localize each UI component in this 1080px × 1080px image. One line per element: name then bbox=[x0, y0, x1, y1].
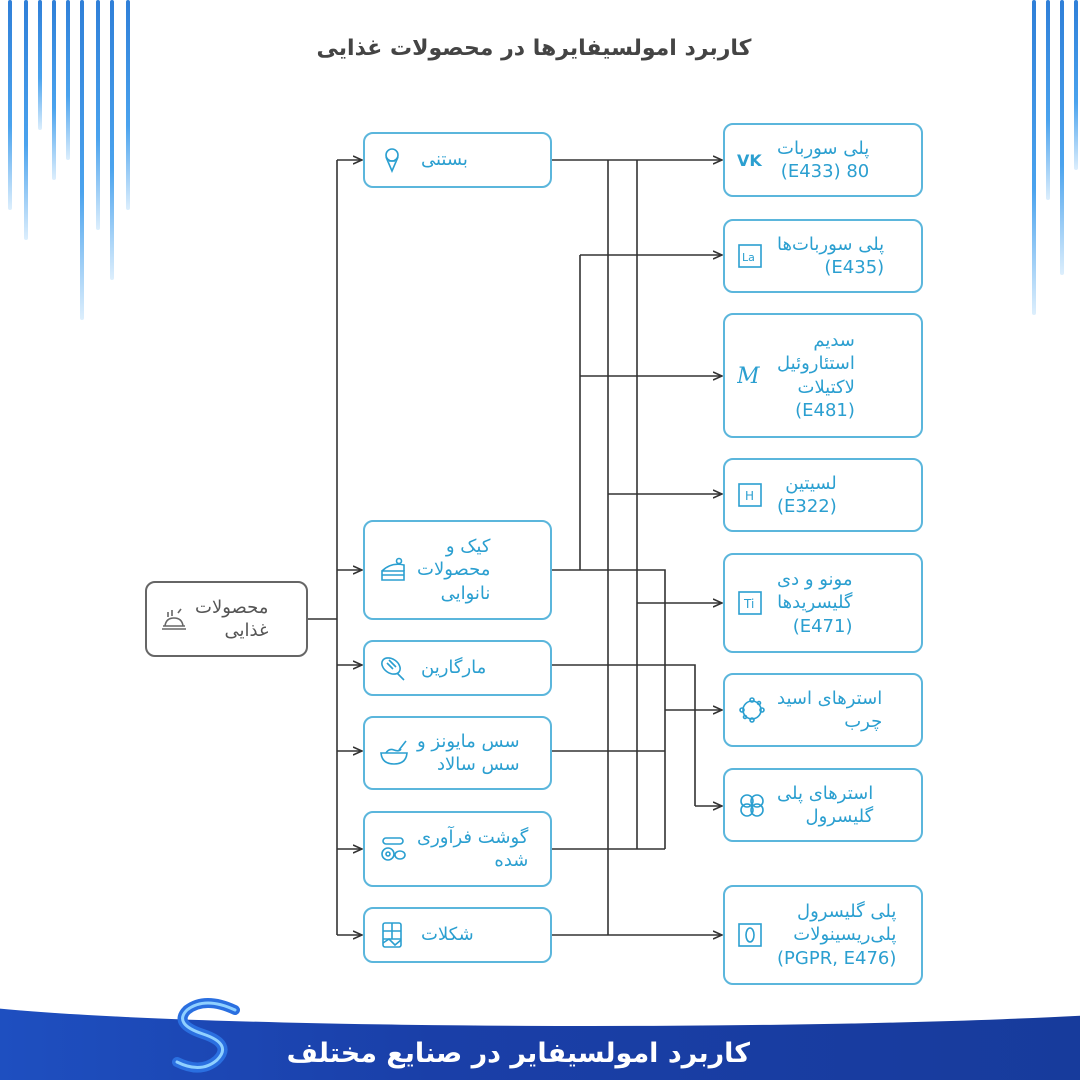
margarine-icon bbox=[379, 654, 407, 682]
product-processed-meat: گوشت فرآوری شده bbox=[363, 811, 552, 887]
emulsifier-polysorbates: La پلی سوربات‌ها (E435) bbox=[723, 219, 923, 293]
product-label: سس مایونز و سس سالاد bbox=[417, 730, 520, 775]
emulsifier-mono-diglycerides: Ti مونو و دی گلیسریدها (E471) bbox=[723, 553, 923, 653]
svg-text:La: La bbox=[742, 251, 755, 264]
ice-cream-icon bbox=[379, 147, 405, 173]
product-ice-cream: بستنی bbox=[363, 132, 552, 188]
molecule-icon bbox=[737, 695, 767, 725]
svg-text:Ti: Ti bbox=[743, 597, 754, 611]
product-label: گوشت فرآوری شده bbox=[417, 826, 529, 871]
processed-meat-icon bbox=[379, 834, 409, 864]
s-logo-icon bbox=[165, 996, 255, 1080]
connector-lines bbox=[307, 0, 1080, 1000]
chocolate-icon bbox=[379, 921, 405, 949]
element-la-icon: La bbox=[737, 243, 763, 269]
svg-text:VK: VK bbox=[737, 151, 762, 170]
product-chocolate: شکلات bbox=[363, 907, 552, 963]
emulsifier-ssl: M سدیم استئاروئیل لاکتیلات (E481) bbox=[723, 313, 923, 438]
root-label: محصولات غذایی bbox=[195, 596, 269, 641]
footer-text: کاربرد امولسیفایر در صنایع مختلف bbox=[286, 1038, 750, 1069]
element-ti-icon: Ti bbox=[737, 590, 763, 616]
root-node-food-products: محصولات غذایی bbox=[145, 581, 308, 657]
emulsifier-polysorbate-80: VK پلی سوربات 80 (E433) bbox=[723, 123, 923, 197]
emulsifier-polyglycerol-esters: استرهای پلی گلیسرول bbox=[723, 768, 923, 842]
cake-icon bbox=[379, 556, 407, 584]
diagram-title: کاربرد امولسیفایرها در محصولات غذایی bbox=[316, 36, 752, 61]
emulsifier-label: پلی سوربات 80 (E433) bbox=[777, 137, 870, 182]
emulsifier-label: لسیتین (E322) bbox=[777, 472, 837, 517]
svg-text:M: M bbox=[737, 364, 760, 389]
script-m-icon: M bbox=[737, 363, 767, 389]
food-tray-icon bbox=[159, 604, 189, 634]
vk-icon: VK bbox=[737, 150, 767, 170]
product-label: شکلات bbox=[421, 924, 474, 946]
emulsifier-pgpr: پلی گلیسرول پلی‌ریسینولات (PGPR, E476) bbox=[723, 885, 923, 985]
emulsifier-fatty-acid-esters: استرهای اسید چرب bbox=[723, 673, 923, 747]
product-cake-bakery: کیک و محصولات نانوایی bbox=[363, 520, 552, 620]
product-margarine: مارگارین bbox=[363, 640, 552, 696]
product-label: بستنی bbox=[421, 149, 468, 171]
emulsifier-label: استرهای اسید چرب bbox=[777, 687, 883, 732]
cluster-icon bbox=[737, 790, 767, 820]
product-sauce: سس مایونز و سس سالاد bbox=[363, 716, 552, 790]
emulsifier-label: سدیم استئاروئیل لاکتیلات (E481) bbox=[777, 329, 855, 421]
emulsifier-label: استرهای پلی گلیسرول bbox=[777, 782, 874, 827]
svg-text:H: H bbox=[745, 489, 754, 503]
sauce-bowl-icon bbox=[379, 738, 409, 768]
emulsifier-label: پلی سوربات‌ها (E435) bbox=[777, 233, 885, 278]
element-h-icon: H bbox=[737, 482, 763, 508]
product-label: مارگارین bbox=[421, 657, 487, 679]
product-label: کیک و محصولات نانوایی bbox=[417, 535, 491, 604]
emulsifier-label: مونو و دی گلیسریدها (E471) bbox=[777, 568, 853, 637]
zero-icon bbox=[737, 922, 763, 948]
emulsifier-label: پلی گلیسرول پلی‌ریسینولات (PGPR, E476) bbox=[777, 900, 897, 969]
emulsifier-lecithin: H لسیتین (E322) bbox=[723, 458, 923, 532]
